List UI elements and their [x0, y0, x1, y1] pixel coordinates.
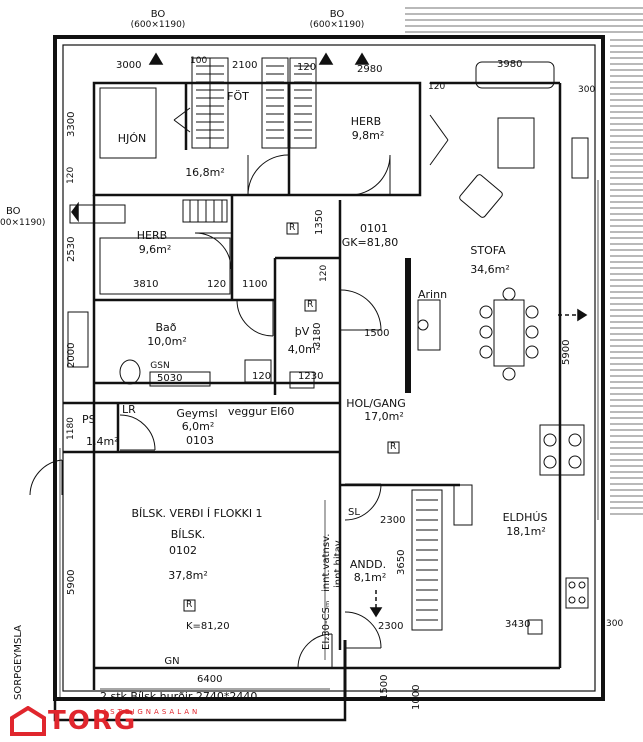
hatch-lines-right [405, 7, 643, 515]
house-logo-icon [10, 706, 46, 736]
unit-gk: GK=81,80 [341, 236, 399, 249]
dim-label: 1100 [242, 279, 268, 290]
dim-label: 120 [66, 166, 76, 184]
room-fot: FÖT [227, 90, 249, 103]
fire-door-label: EI₂30-CSₘ [321, 600, 332, 650]
dim-label: 100 [190, 56, 208, 66]
dim-label: 1180 [66, 417, 76, 440]
bo-side-title: BO [6, 206, 21, 217]
r-symbols [183, 222, 400, 612]
garage-door-note: 2 stk Bílsk.hurðir 2740*2440 [100, 690, 258, 703]
room-stofa-area: 34,6m² [470, 263, 510, 276]
dim-label: 2980 [357, 64, 383, 75]
bo-mid-title: BO [329, 9, 345, 20]
room-herb1-area: 9,8m² [351, 129, 385, 142]
dim-label: 3000 [116, 60, 142, 71]
logo-sub: FASTEIGNASALAN [96, 708, 201, 716]
dim-label: 2300 [380, 515, 406, 526]
room-bad: Bað [155, 321, 177, 334]
bilsk-note: BÍLSK. VERÐI Í FLOKKI 1 [131, 507, 263, 520]
dim-label: 5900 [561, 339, 572, 365]
inntak-label-1: innt.vatnsv. [321, 533, 332, 592]
wardrobe-units [182, 57, 443, 631]
dim-label: 1500 [364, 328, 390, 339]
dim-label: 2000 [66, 342, 77, 368]
room-andd-area: 8,1m² [353, 571, 387, 584]
room-hjon-area: 16,8m² [185, 166, 225, 179]
brand-logo: TORG FASTEIGNASALAN [8, 706, 197, 736]
dim-label: 1000 [411, 684, 422, 710]
room-andd: ANDD. [349, 558, 387, 571]
room-pv-area: 4,0m² [287, 343, 321, 356]
dim-label: 3300 [66, 111, 77, 137]
room-ps-area: 1,4m² [86, 435, 119, 448]
dim-label: 1500 [379, 674, 390, 700]
dim-label: 300 [578, 85, 596, 95]
room-gsn: GSN [150, 361, 170, 371]
dim-label: 5030 [157, 373, 183, 384]
room-herb1: HERB [350, 115, 382, 128]
exterior-walls [53, 35, 605, 722]
unit-id: 0101 [360, 222, 388, 235]
room-bad-area: 10,0m² [147, 335, 187, 348]
dim-label: 300 [606, 619, 624, 629]
dim-label: 1350 [314, 209, 325, 235]
r-symbol: R [390, 442, 397, 452]
room-hol: HOL/GANG [346, 397, 406, 410]
dim-label: 120 [252, 371, 272, 382]
room-geymsl-area: 6,0m² [181, 420, 215, 433]
entrance-arrows [71, 52, 588, 618]
bo-mid-dim: (600×1190) [309, 20, 365, 30]
bo-left-dim: (600×1190) [130, 20, 186, 30]
furniture [67, 61, 589, 635]
room-herb2-area: 9,6m² [138, 243, 172, 256]
dim-label: 3430 [505, 619, 531, 630]
arinn-label: Arinn [418, 288, 448, 301]
dim-label: 3810 [133, 279, 159, 290]
room-geymsl: Geymsl [176, 407, 218, 420]
room-hjon: HJÓN [117, 132, 147, 145]
room-stofa: STOFA [470, 244, 506, 257]
room-sl: SL [348, 507, 360, 518]
r-symbol: R [186, 600, 193, 610]
r-symbol: R [289, 223, 296, 233]
room-lr: LR [122, 403, 136, 416]
room-bilsk-id: 0102 [169, 544, 197, 557]
room-pv: þV [294, 325, 310, 338]
level-k: K=81,20 [186, 621, 230, 632]
room-herb2: HERB [136, 229, 168, 242]
room-eldhus-area: 18,1m² [506, 525, 546, 538]
bo-side-dim: 00×1190) [0, 218, 46, 228]
inntak-label-2: innt.hitav. [333, 537, 344, 588]
room-hol-area: 17,0m² [364, 410, 404, 423]
logo-word: TORG [48, 706, 138, 736]
dim-label: 5900 [66, 569, 77, 595]
r-symbol: R [307, 300, 314, 310]
dim-label: 120 [297, 62, 317, 73]
sorp-label: SORPGEYMSLA [13, 625, 24, 700]
dim-label: 3650 [396, 549, 407, 575]
room-eldhus: ELDHÚS [502, 511, 548, 524]
veggur-note: veggur EI60 [228, 405, 295, 418]
interior-walls [63, 81, 562, 690]
dim-label: 3980 [497, 59, 523, 70]
dim-label: 2530 [66, 236, 77, 262]
dim-lines [59, 180, 599, 700]
level-gn: GN [164, 656, 180, 667]
room-bilsk: BÍLSK. [170, 528, 206, 541]
dim-label: 120 [428, 82, 446, 92]
fireplace-wall [405, 258, 411, 393]
dim-label: 2100 [232, 60, 258, 71]
dim-label: 2300 [378, 621, 404, 632]
dim-label: 120 [319, 264, 329, 282]
bo-left-title: BO [150, 9, 166, 20]
room-bilsk-area: 37,8m² [168, 569, 208, 582]
room-ps: PS [82, 413, 96, 426]
dim-label: 6400 [197, 674, 223, 685]
room-geymsl-id: 0103 [186, 434, 214, 447]
dim-label: 120 [207, 279, 227, 290]
dim-label: 1230 [298, 371, 324, 382]
